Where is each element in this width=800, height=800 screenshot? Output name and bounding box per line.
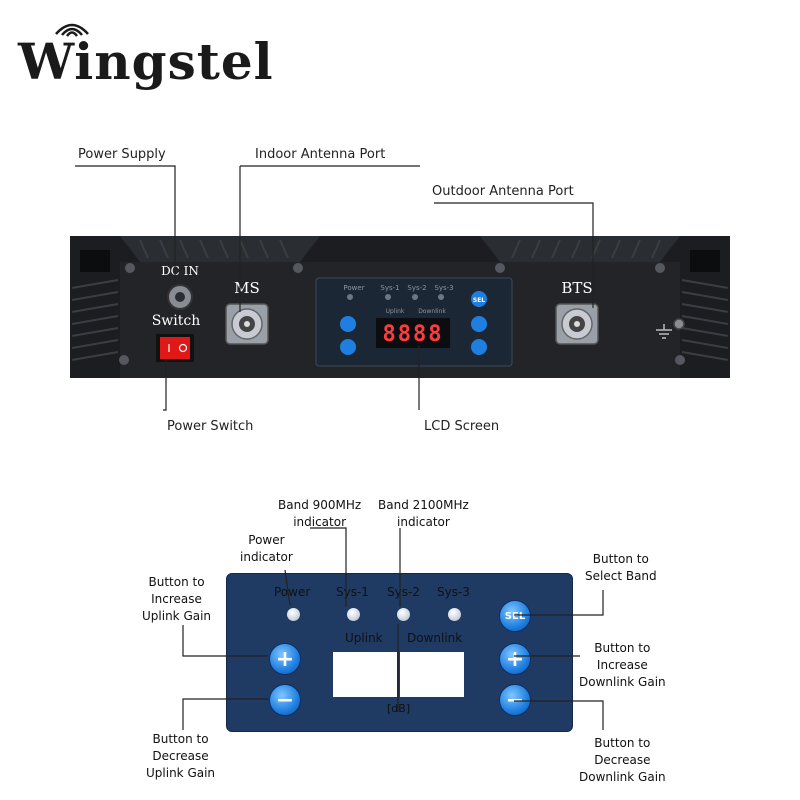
bts-label: BTS bbox=[561, 279, 592, 297]
annot-lcd-screen: LCD Screen bbox=[424, 419, 499, 434]
annot-band2100: Band 2100MHz indicator bbox=[378, 498, 469, 529]
annot-increase-uplink: Button to Increase Uplink Gain bbox=[142, 575, 212, 623]
device-illustration: DC IN MS BTS Switch Power Sys-1 Sys-2 Sy… bbox=[70, 147, 730, 434]
annot-power-switch: Power Switch bbox=[167, 419, 253, 434]
mount-slot bbox=[80, 250, 110, 272]
power-led-icon bbox=[287, 608, 300, 621]
annot-power-indicator: Power indicator bbox=[240, 533, 293, 564]
minus-icon: − bbox=[505, 687, 525, 713]
lcd-uplink-display bbox=[333, 652, 397, 697]
brand-logo: Wingstel bbox=[18, 14, 278, 94]
device-callout-lines bbox=[75, 165, 594, 411]
device-sel-label: SEL bbox=[473, 297, 485, 304]
screw-icon bbox=[119, 263, 685, 365]
panel-uplink-label: Uplink bbox=[345, 631, 383, 645]
device-downlink-label: Downlink bbox=[418, 308, 446, 315]
device-sys3-label: Sys-3 bbox=[434, 284, 453, 292]
annot-power-supply: Power Supply bbox=[78, 147, 166, 162]
panel-callout-lines bbox=[182, 527, 604, 730]
ground-icon bbox=[656, 318, 685, 339]
brand-name: Wingstel bbox=[18, 32, 274, 91]
device-panel-buttons bbox=[340, 291, 487, 355]
device-power-label: Power bbox=[343, 284, 364, 292]
lcd-panel-diagram: Power Sys-1 Sys-2 Sys-3 Uplink Downlink … bbox=[226, 573, 573, 732]
ms-connector-icon bbox=[225, 303, 269, 345]
switch-label: Switch bbox=[152, 313, 201, 329]
lcd-downlink-display bbox=[400, 652, 464, 697]
panel-downlink-label: Downlink bbox=[407, 631, 463, 645]
power-switch-icon bbox=[156, 334, 194, 362]
plus-icon: + bbox=[275, 646, 295, 672]
increase-uplink-button[interactable]: + bbox=[269, 643, 301, 675]
increase-downlink-button[interactable]: + bbox=[499, 643, 531, 675]
mount-slot bbox=[690, 250, 720, 272]
annot-decrease-downlink: Button to Decrease Downlink Gain bbox=[579, 736, 666, 784]
annot-indoor-port: Indoor Antenna Port bbox=[255, 147, 385, 162]
annot-outdoor-port: Outdoor Antenna Port bbox=[432, 184, 574, 199]
sel-label: SEL bbox=[504, 610, 526, 622]
annot-decrease-uplink: Button to Decrease Uplink Gain bbox=[146, 732, 216, 780]
device-front-panel bbox=[315, 277, 513, 367]
device-sys2-label: Sys-2 bbox=[407, 284, 426, 292]
annot-increase-downlink: Button to Increase Downlink Gain bbox=[579, 641, 666, 689]
panel-sys1-label: Sys-1 bbox=[336, 585, 369, 599]
ms-label: MS bbox=[234, 279, 260, 297]
annot-select-band: Button to Select Band bbox=[585, 552, 657, 583]
sys1-led-icon bbox=[347, 608, 360, 621]
heat-sink-fins bbox=[71, 239, 729, 361]
device-lcd-digits: 8888 bbox=[383, 322, 444, 347]
minus-icon: − bbox=[275, 687, 295, 713]
dc-in-label: DC IN bbox=[161, 264, 199, 278]
panel-sys2-label: Sys-2 bbox=[387, 585, 420, 599]
decrease-uplink-button[interactable]: − bbox=[269, 684, 301, 716]
plus-icon: + bbox=[505, 646, 525, 672]
annot-band900: Band 900MHz indicator bbox=[278, 498, 362, 529]
device-uplink-label: Uplink bbox=[386, 308, 405, 315]
signal-waves-icon bbox=[55, 23, 89, 37]
decrease-downlink-button[interactable]: − bbox=[499, 684, 531, 716]
select-band-button[interactable]: SEL bbox=[499, 600, 531, 632]
sys3-led-icon bbox=[448, 608, 461, 621]
dc-jack bbox=[167, 284, 193, 310]
panel-power-label: Power bbox=[274, 585, 311, 599]
panel-sys3-label: Sys-3 bbox=[437, 585, 470, 599]
device-sys1-label: Sys-1 bbox=[380, 284, 399, 292]
sys2-led-icon bbox=[397, 608, 410, 621]
bts-connector-icon bbox=[555, 303, 599, 345]
